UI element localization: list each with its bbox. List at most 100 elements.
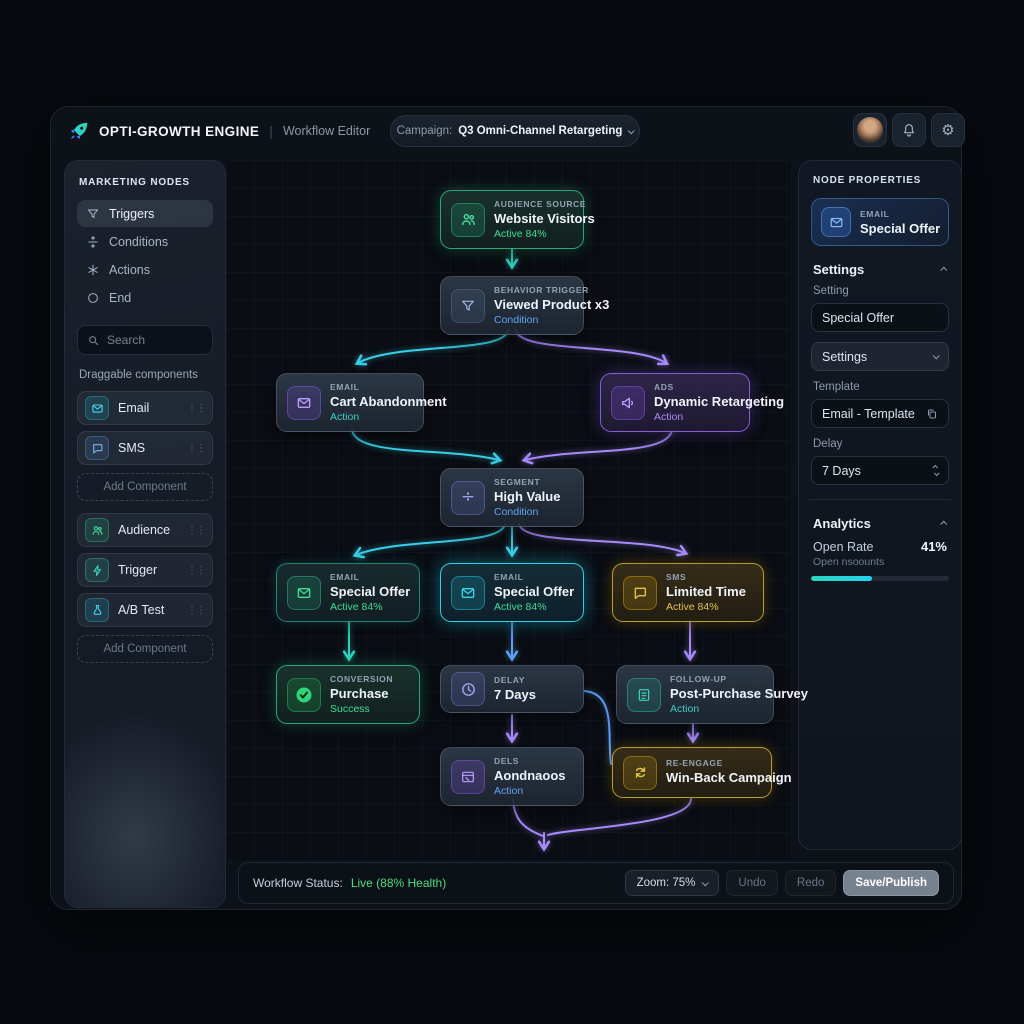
sidebar-item-triggers[interactable]: Triggers — [77, 200, 213, 227]
loop-icon — [623, 755, 657, 790]
node-segment-high-value[interactable]: ÷ SEGMENT High Value Condition — [440, 468, 584, 527]
chevron-down-icon — [932, 352, 940, 360]
node-audience-source[interactable]: AUDIENCE SOURCE Website Visitors Active … — [440, 190, 595, 249]
copy-icon[interactable] — [926, 408, 938, 420]
node-email-special-offer-left[interactable]: EMAIL Special Offer Active 84% — [276, 563, 420, 622]
chevron-down-icon — [702, 878, 710, 886]
stepper-arrows-icon[interactable] — [932, 464, 940, 477]
setting-field — [811, 303, 949, 332]
node-delay-7-days[interactable]: DELAY 7 Days — [440, 665, 584, 713]
node-category: EMAIL — [330, 572, 360, 582]
node-properties-panel: NODE PROPERTIES EMAIL Special Offer Sett… — [798, 160, 962, 850]
node-status: Active 84% — [494, 601, 547, 613]
drag-handle-icon[interactable]: ⋮⋮ — [187, 524, 206, 536]
component-email[interactable]: Email ⋮⋮ — [77, 391, 213, 425]
add-component-button[interactable]: Add Component — [77, 635, 213, 663]
node-title: Website Visitors — [494, 211, 595, 226]
setting-input[interactable] — [822, 310, 938, 325]
selected-node-category: EMAIL — [860, 208, 890, 219]
lightning-icon — [85, 558, 109, 582]
nav-label: Actions — [109, 262, 150, 277]
app-title: OPTI-GROWTH ENGINE — [99, 123, 260, 139]
node-title: Dynamic Retargeting — [654, 394, 785, 409]
flask-icon — [85, 598, 109, 622]
selected-node-card[interactable]: EMAIL Special Offer — [811, 198, 949, 246]
drag-handle-icon[interactable]: ⋮⋮ — [187, 442, 206, 454]
zoom-dropdown[interactable]: Zoom: 75% — [624, 870, 720, 896]
settings-button[interactable]: ⚙ — [931, 113, 965, 147]
notifications-button[interactable] — [892, 113, 926, 147]
delay-label: Delay — [813, 438, 843, 450]
template-field[interactable]: Email - Template — [811, 399, 949, 428]
component-sms[interactable]: SMS ⋮⋮ — [77, 431, 213, 465]
components-label: Draggable components — [79, 369, 198, 381]
properties-title: NODE PROPERTIES — [813, 175, 922, 186]
node-category: ADS — [654, 382, 674, 392]
node-dels-action[interactable]: DELS Aondnaoos Action — [440, 747, 584, 806]
node-status: Condition — [494, 314, 539, 326]
drag-handle-icon[interactable]: ⋮⋮ — [187, 604, 206, 616]
search-box[interactable] — [77, 325, 213, 355]
node-sms-limited-time[interactable]: SMS Limited Time Active 84% — [612, 563, 764, 622]
header-subtitle: Workflow Editor — [282, 124, 371, 138]
node-category: CONVERSION — [330, 674, 394, 684]
rocket-logo-icon — [68, 120, 90, 142]
node-email-cart-abandonment[interactable]: EMAIL Cart Abandonment Action — [276, 373, 447, 432]
search-input[interactable] — [107, 333, 207, 347]
redo-button[interactable]: Redo — [784, 870, 837, 896]
node-reengage-winback[interactable]: RE-ENGAGE Win-Back Campaign — [612, 747, 792, 798]
header: OPTI-GROWTH ENGINE | Workflow Editor — [50, 106, 962, 156]
gear-icon: ⚙ — [941, 120, 955, 139]
node-ads-dynamic-retargeting[interactable]: ADS Dynamic Retargeting Action — [600, 373, 784, 432]
chat-icon — [85, 436, 109, 460]
component-label: Trigger — [118, 563, 158, 577]
component-audience[interactable]: Audience ⋮⋮ — [77, 513, 213, 547]
node-behavior-trigger[interactable]: BEHAVIOR TRIGGER Viewed Product x3 Condi… — [440, 276, 609, 335]
settings-section-header[interactable]: Settings — [813, 262, 948, 277]
delay-stepper[interactable]: 7 Days — [811, 456, 949, 485]
check-circle-icon — [287, 677, 321, 712]
users-icon — [451, 202, 485, 237]
settings-select[interactable]: Settings — [811, 342, 949, 371]
analytics-section-header[interactable]: Analytics — [813, 516, 948, 531]
users-icon — [85, 518, 109, 542]
envelope-icon — [287, 575, 321, 610]
asterisk-icon — [85, 262, 100, 277]
node-category: SEGMENT — [494, 477, 541, 487]
node-status: Active 84% — [330, 601, 383, 613]
chevron-down-icon — [628, 126, 636, 134]
campaign-dropdown[interactable]: Campaign: Q3 Omni-Channel Retargeting — [390, 115, 640, 147]
drag-handle-icon[interactable]: ⋮⋮ — [187, 564, 206, 576]
component-ab-test[interactable]: A/B Test ⋮⋮ — [77, 593, 213, 627]
sidebar-item-end[interactable]: End — [77, 284, 213, 311]
component-trigger[interactable]: Trigger ⋮⋮ — [77, 553, 213, 587]
sidebar: MARKETING NODES Triggers Conditions Acti… — [64, 160, 226, 908]
undo-button[interactable]: Undo — [726, 870, 778, 896]
divide-icon: ÷ — [451, 480, 485, 515]
chat-icon — [623, 575, 657, 610]
node-title: Post-Purchase Survey — [670, 686, 809, 701]
component-label: Audience — [118, 523, 171, 537]
sidebar-item-actions[interactable]: Actions — [77, 256, 213, 283]
sidebar-item-conditions[interactable]: Conditions — [77, 228, 213, 255]
save-publish-button[interactable]: Save/Publish — [843, 870, 939, 896]
delay-value: 7 Days — [822, 463, 861, 478]
node-status: Condition — [494, 506, 539, 518]
node-category: BEHAVIOR TRIGGER — [494, 285, 589, 295]
node-conversion-purchase[interactable]: CONVERSION Purchase Success — [276, 665, 420, 724]
node-category: DELAY — [494, 674, 526, 685]
sidebar-title: MARKETING NODES — [79, 177, 190, 188]
avatar-button[interactable] — [853, 113, 887, 147]
drag-handle-icon[interactable]: ⋮⋮ — [187, 402, 206, 414]
search-icon — [87, 334, 100, 347]
envelope-icon — [85, 396, 109, 420]
add-component-button[interactable]: Add Component — [77, 473, 213, 501]
node-status: Action — [670, 703, 700, 715]
component-label: A/B Test — [118, 603, 165, 617]
funnel-icon — [85, 206, 100, 221]
avatar — [857, 117, 883, 143]
node-followup-survey[interactable]: FOLLOW-UP Post-Purchase Survey Action — [616, 665, 808, 724]
node-email-special-offer-selected[interactable]: EMAIL Special Offer Active 84% — [440, 563, 584, 622]
node-category: SMS — [666, 572, 687, 582]
open-rate-progress — [811, 576, 949, 581]
